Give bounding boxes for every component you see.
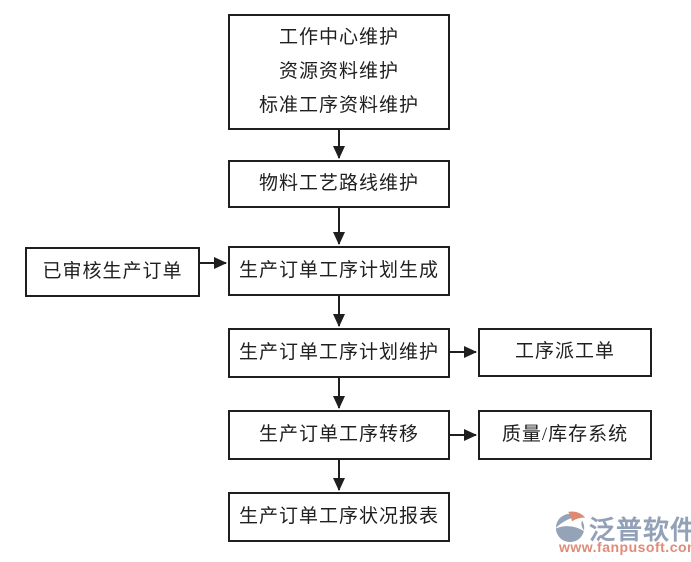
node-process-status-report: 生产订单工序状况报表 — [228, 492, 450, 542]
fanpu-logo-icon — [554, 511, 588, 543]
node-process-plan-generate: 生产订单工序计划生成 — [228, 246, 450, 296]
logo-name: 泛普软件 — [589, 515, 691, 545]
node-master-data-maintenance: 工作中心维护 资源资料维护 标准工序资料维护 — [228, 14, 450, 130]
node-line-work-center: 工作中心维护 — [278, 27, 399, 48]
node-line-resource-data: 资源资料维护 — [278, 61, 399, 82]
node-approved-production-order: 已审核生产订单 — [25, 247, 200, 297]
node-process-plan-maintain: 生产订单工序计划维护 — [228, 328, 450, 378]
node-line-standard-process: 标准工序资料维护 — [258, 95, 419, 116]
node-process-transfer: 生产订单工序转移 — [228, 410, 450, 460]
node-material-routing-maintenance: 物料工艺路线维护 — [228, 160, 450, 208]
logo-url: www.fanpusoft.com — [559, 539, 691, 555]
node-process-dispatch-order: 工序派工单 — [478, 328, 652, 377]
node-quality-inventory-system: 质量/库存系统 — [478, 410, 652, 460]
fanpu-logo: 泛普软件 www.fanpusoft.com — [548, 506, 691, 558]
